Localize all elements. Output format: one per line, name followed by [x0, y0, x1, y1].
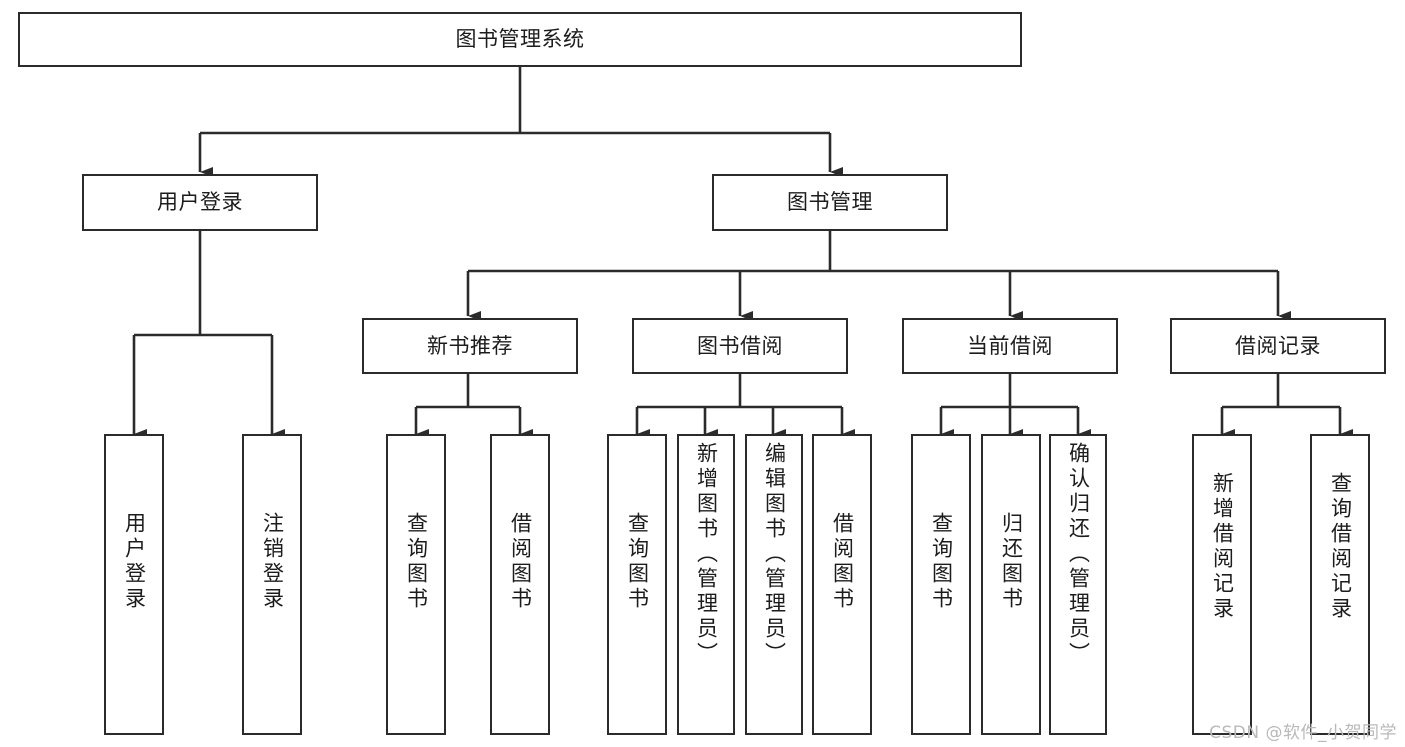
- leaf-br-query-record[interactable]: 查询借阅记录: [1310, 434, 1370, 735]
- leaf-nb-borrow-book[interactable]: 借阅图书: [490, 434, 550, 735]
- node-label: 确认归还（管理员）: [1066, 442, 1091, 667]
- node-label: 借阅记录: [1235, 333, 1321, 358]
- node-label: 当前借阅: [967, 333, 1053, 358]
- csdn-watermark: CSDN @软件_小贺同学: [1209, 723, 1397, 743]
- node-label: 用户登录: [122, 512, 147, 612]
- node-label: 新增图书（管理员）: [694, 442, 719, 667]
- leaf-bb-add-book-admin[interactable]: 新增图书（管理员）: [677, 434, 735, 735]
- node-label: 查询借阅记录: [1328, 472, 1353, 622]
- leaf-user-login[interactable]: 用户登录: [104, 434, 164, 735]
- leaf-cb-query-book[interactable]: 查询图书: [911, 434, 971, 735]
- node-label: 注销登录: [260, 512, 285, 612]
- node-label: 新书推荐: [427, 333, 513, 358]
- leaf-bb-edit-book-admin[interactable]: 编辑图书（管理员）: [745, 434, 803, 735]
- node-label: 编辑图书（管理员）: [762, 442, 787, 667]
- node-root-book-management-system[interactable]: 图书管理系统: [18, 12, 1022, 67]
- node-current-borrow[interactable]: 当前借阅: [902, 318, 1118, 374]
- node-borrow-record[interactable]: 借阅记录: [1170, 318, 1386, 374]
- node-label: 查询图书: [625, 512, 650, 612]
- leaf-nb-query-book[interactable]: 查询图书: [386, 434, 446, 735]
- node-label: 借阅图书: [508, 512, 533, 612]
- node-label: 图书管理: [787, 190, 873, 215]
- node-book-management[interactable]: 图书管理: [712, 174, 948, 231]
- leaf-cb-return-book[interactable]: 归还图书: [981, 434, 1041, 735]
- node-label: 图书借阅: [697, 333, 783, 358]
- node-label: 归还图书: [999, 512, 1024, 612]
- leaf-bb-borrow-book[interactable]: 借阅图书: [812, 434, 872, 735]
- node-label: 借阅图书: [830, 512, 855, 612]
- node-label: 图书管理系统: [455, 27, 585, 52]
- node-new-book-recommend[interactable]: 新书推荐: [362, 318, 578, 374]
- node-label: 查询图书: [404, 512, 429, 612]
- leaf-br-add-record[interactable]: 新增借阅记录: [1192, 434, 1252, 735]
- node-label: 用户登录: [157, 190, 243, 215]
- leaf-cb-confirm-return-admin[interactable]: 确认归还（管理员）: [1049, 434, 1107, 735]
- node-user-login[interactable]: 用户登录: [82, 174, 318, 231]
- node-label: 新增借阅记录: [1210, 472, 1235, 622]
- node-label: 查询图书: [929, 512, 954, 612]
- leaf-bb-query-book[interactable]: 查询图书: [607, 434, 667, 735]
- node-book-borrow[interactable]: 图书借阅: [632, 318, 848, 374]
- leaf-logout[interactable]: 注销登录: [242, 434, 302, 735]
